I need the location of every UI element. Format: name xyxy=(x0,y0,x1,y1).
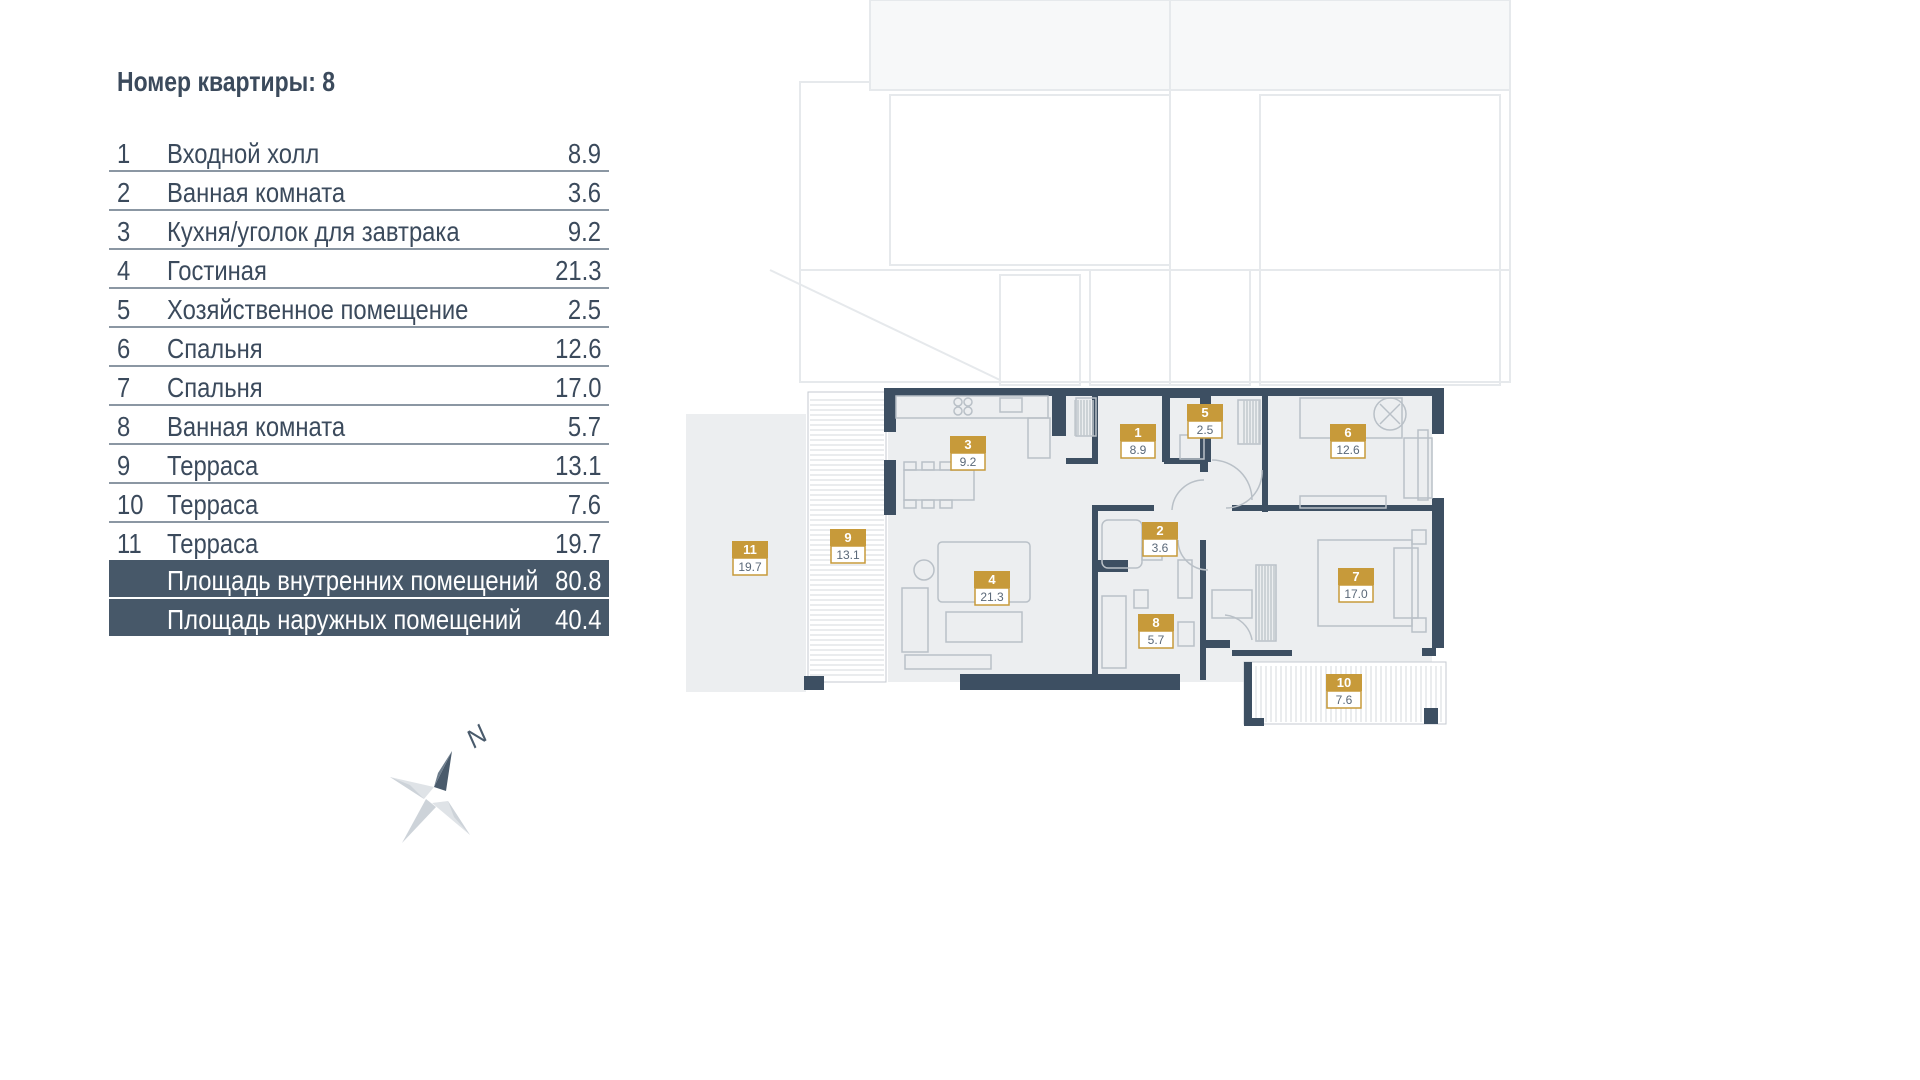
room-label-10: 107.6 xyxy=(1326,674,1362,709)
room-area: 17.0 xyxy=(554,372,601,403)
room-number: 4 xyxy=(117,255,131,286)
room-label-number: 9 xyxy=(844,530,851,545)
room-label-number: 4 xyxy=(988,572,996,587)
table-row: 1 Входной холл 8.9 xyxy=(109,133,609,172)
room-label-area: 17.0 xyxy=(1344,587,1368,601)
room-area: 12.6 xyxy=(554,333,601,364)
table-row: 11 Терраса 19.7 xyxy=(109,523,609,560)
table-row: 2 Ванная комната 3.6 xyxy=(109,172,609,211)
room-label-number: 6 xyxy=(1344,425,1351,440)
room-label-4: 421.3 xyxy=(974,571,1010,606)
room-name: Хозяйственное помещение xyxy=(167,294,469,325)
room-number: 7 xyxy=(117,372,131,403)
table-row: 5 Хозяйственное помещение 2.5 xyxy=(109,289,609,328)
room-label-3: 39.2 xyxy=(950,436,986,471)
room-label-area: 21.3 xyxy=(980,590,1004,604)
room-name: Терраса xyxy=(167,489,259,520)
room-label-area: 8.9 xyxy=(1130,443,1147,457)
room-label-9: 913.1 xyxy=(830,529,866,564)
room-label-area: 13.1 xyxy=(836,548,860,562)
room-name: Кухня/уголок для завтрака xyxy=(167,216,460,247)
room-name: Терраса xyxy=(167,450,259,481)
room-label-7: 717.0 xyxy=(1338,568,1374,603)
room-label-number: 1 xyxy=(1134,425,1141,440)
table-row: 3 Кухня/уголок для завтрака 9.2 xyxy=(109,211,609,250)
room-name: Спальня xyxy=(167,333,263,364)
room-name: Терраса xyxy=(167,528,259,559)
table-row: 10 Терраса 7.6 xyxy=(109,484,609,523)
room-label-number: 11 xyxy=(743,542,757,557)
room-label-2: 23.6 xyxy=(1142,522,1178,557)
north-label: N xyxy=(460,718,493,753)
room-label-area: 7.6 xyxy=(1336,693,1353,707)
background-building xyxy=(769,0,1511,386)
room-label-number: 7 xyxy=(1352,569,1359,584)
room-label-area: 2.5 xyxy=(1197,423,1214,437)
room-name: Входной холл xyxy=(167,138,320,169)
room-label-number: 2 xyxy=(1156,523,1163,538)
room-area: 2.5 xyxy=(567,294,601,325)
compass-icon: N xyxy=(390,718,493,843)
room-area: 3.6 xyxy=(567,177,601,208)
room-area: 13.1 xyxy=(554,450,601,481)
room-label-area: 19.7 xyxy=(738,560,762,574)
table-row: 6 Спальня 12.6 xyxy=(109,328,609,367)
page-title: Номер квартиры: 8 xyxy=(117,66,336,97)
room-number: 11 xyxy=(117,528,142,559)
table-row: 9 Терраса 13.1 xyxy=(109,445,609,484)
room-label-number: 10 xyxy=(1337,675,1351,690)
room-label-number: 8 xyxy=(1152,615,1159,630)
total-inner-area: 80.8 xyxy=(554,565,601,596)
room-number: 5 xyxy=(117,294,131,325)
room-area: 21.3 xyxy=(554,255,601,286)
room-number: 8 xyxy=(117,411,131,442)
room-name: Гостиная xyxy=(167,255,267,286)
room-name: Спальня xyxy=(167,372,263,403)
room-area: 5.7 xyxy=(567,411,601,442)
table-row: 7 Спальня 17.0 xyxy=(109,367,609,406)
total-outer-area: 40.4 xyxy=(554,604,601,635)
room-number: 10 xyxy=(117,489,144,520)
total-inner-label: Площадь внутренних помещений xyxy=(167,565,539,596)
room-label-area: 3.6 xyxy=(1152,541,1169,555)
room-label-number: 5 xyxy=(1201,405,1208,420)
room-number: 3 xyxy=(117,216,131,247)
room-name: Ванная комната xyxy=(167,177,346,208)
room-number: 2 xyxy=(117,177,131,208)
room-label-8: 85.7 xyxy=(1138,614,1174,649)
total-outer-row: Площадь наружных помещений 40.4 xyxy=(109,599,609,636)
room-label-number: 3 xyxy=(964,437,971,452)
table-row: 8 Ванная комната 5.7 xyxy=(109,406,609,445)
room-number: 9 xyxy=(117,450,131,481)
total-outer-label: Площадь наружных помещений xyxy=(167,604,522,635)
room-label-area: 5.7 xyxy=(1148,633,1165,647)
room-label-area: 12.6 xyxy=(1336,443,1360,457)
room-area: 8.9 xyxy=(567,138,601,169)
table-row: 4 Гостиная 21.3 xyxy=(109,250,609,289)
room-label-6: 612.6 xyxy=(1330,424,1366,459)
room-number: 1 xyxy=(117,138,131,169)
room-area: 7.6 xyxy=(567,489,601,520)
terrace-9-decking xyxy=(807,391,887,683)
room-label-11: 11 19.7 xyxy=(732,541,768,576)
room-label-5: 52.5 xyxy=(1187,404,1223,439)
room-number: 6 xyxy=(117,333,131,364)
room-name: Ванная комната xyxy=(167,411,346,442)
room-label-area: 9.2 xyxy=(960,455,977,469)
room-area: 19.7 xyxy=(554,528,601,559)
total-inner-row: Площадь внутренних помещений 80.8 xyxy=(109,560,609,597)
room-label-1: 18.9 xyxy=(1120,424,1156,459)
room-area: 9.2 xyxy=(567,216,601,247)
